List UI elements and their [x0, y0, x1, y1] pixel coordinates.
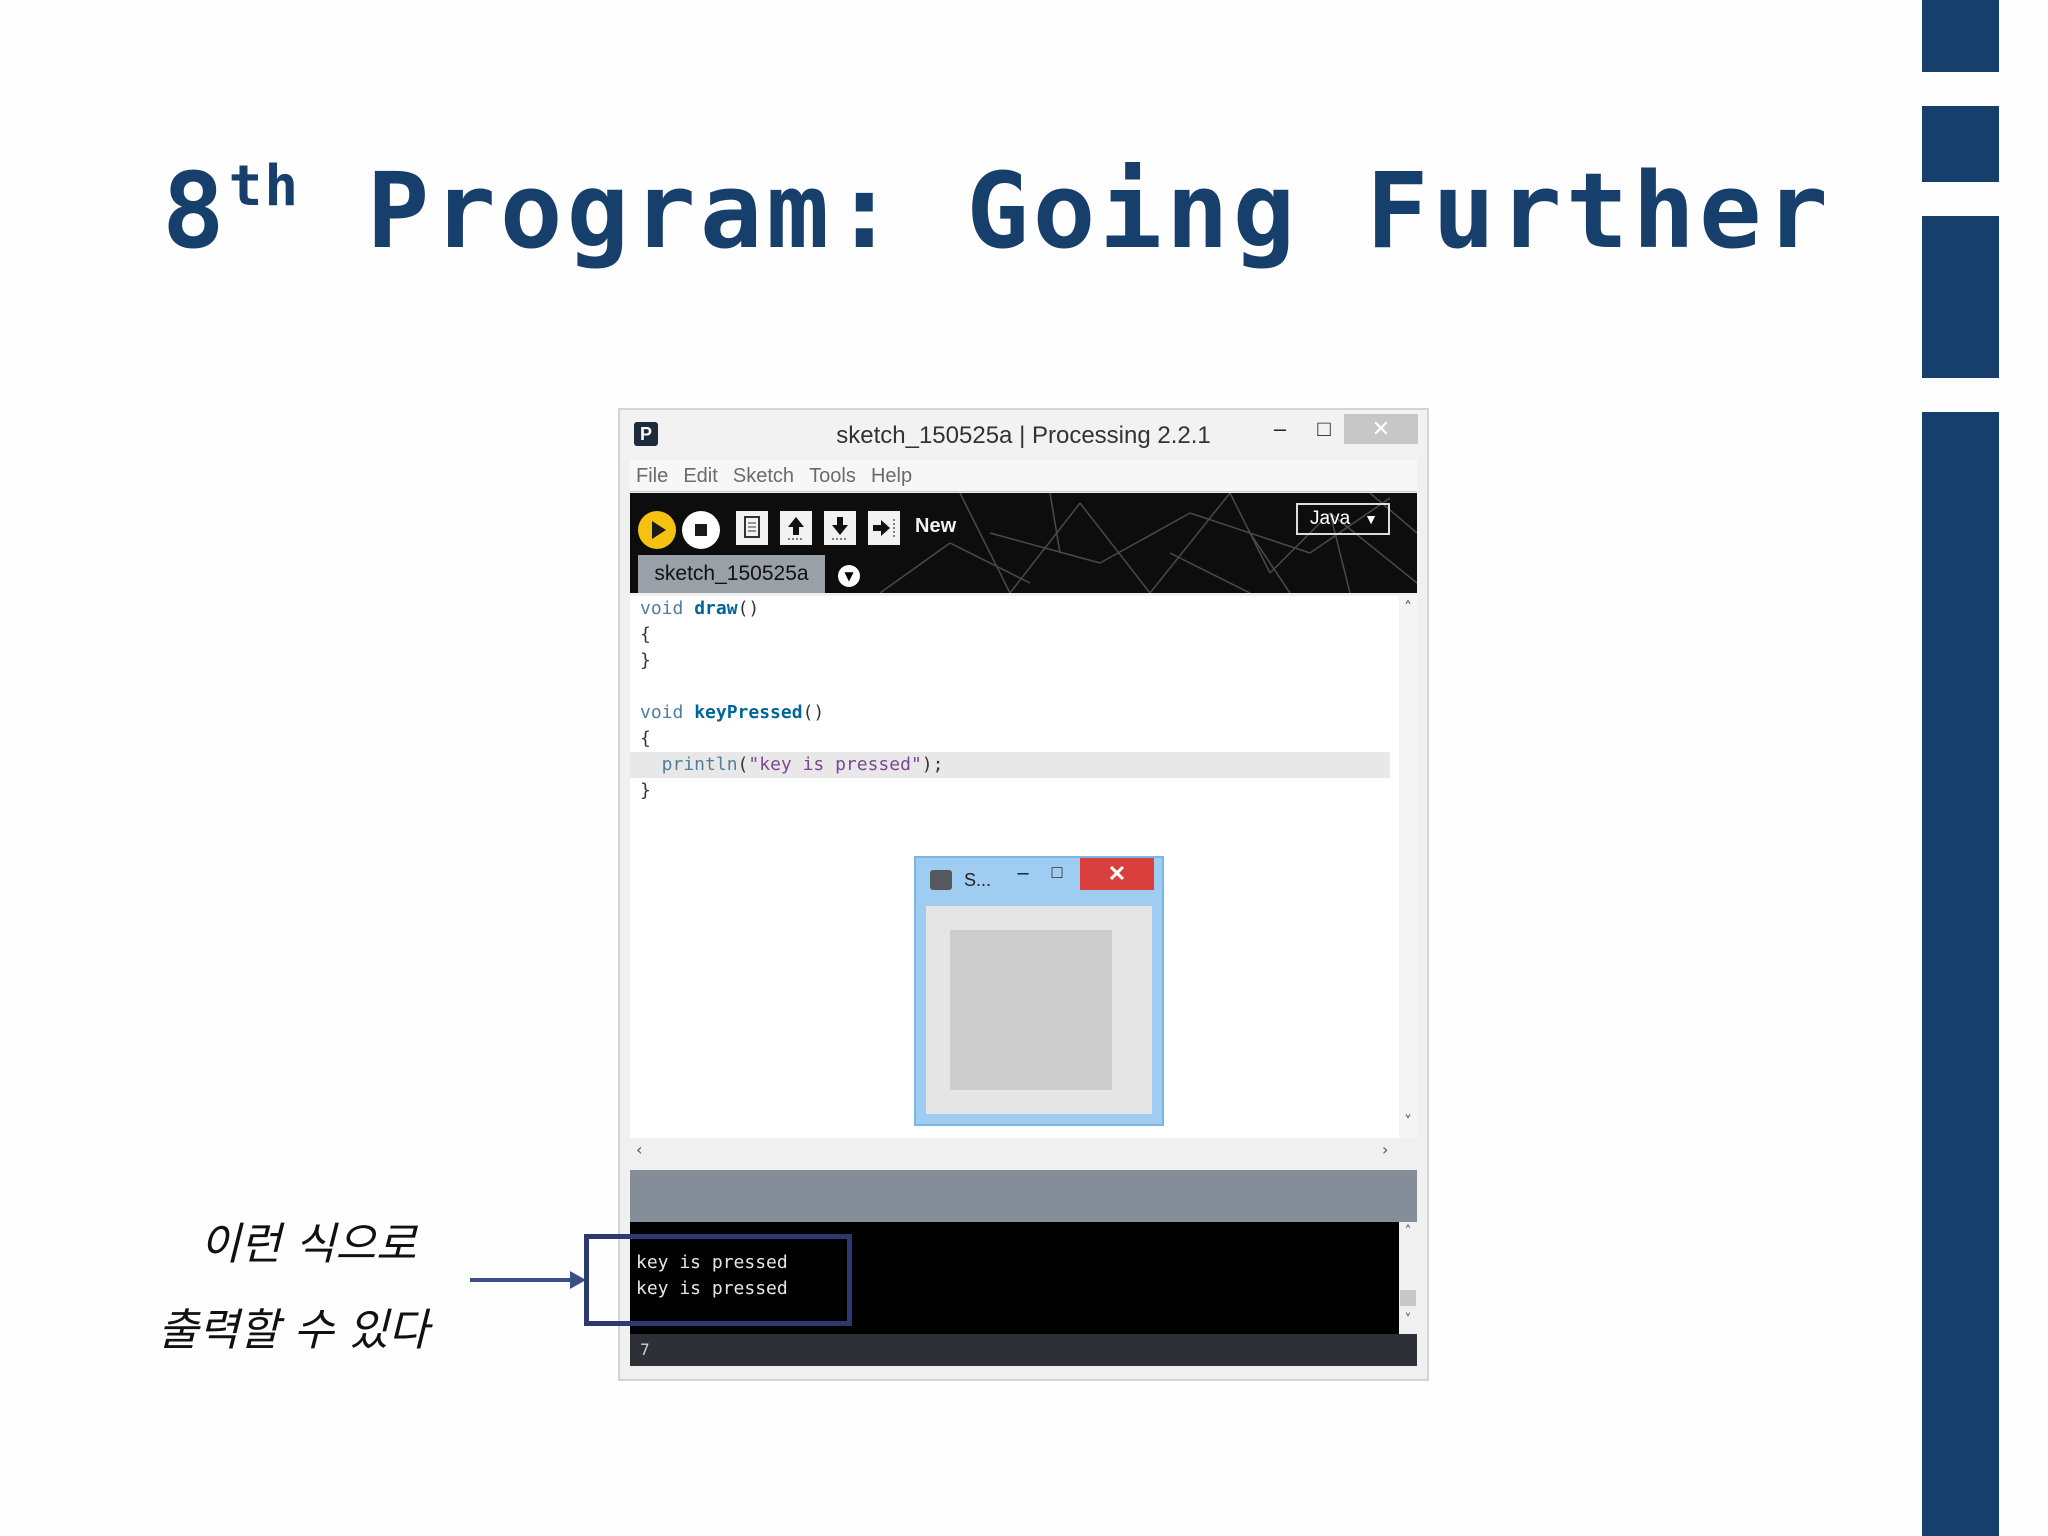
menu-bar: File Edit Sketch Tools Help	[630, 460, 1417, 492]
minimize-button[interactable]: –	[1273, 416, 1287, 441]
toolbar: New Java ▼ sketch_150525a ▼	[630, 493, 1417, 593]
tab-menu-icon[interactable]: ▼	[838, 565, 860, 587]
sketch-output-window[interactable]: S... – □ ✕	[914, 856, 1164, 1126]
console-line: key is pressed	[636, 1278, 788, 1299]
menu-tools[interactable]: Tools	[809, 465, 856, 487]
code-line: void draw()	[640, 598, 760, 619]
stop-icon	[695, 524, 707, 536]
code-line: {	[640, 624, 651, 645]
scroll-right-icon[interactable]: ›	[1382, 1140, 1389, 1159]
annotation-line-2: 출력할 수 있다	[158, 1305, 429, 1356]
window-titlebar[interactable]: P sketch_150525a | Processing 2.2.1 – □ …	[620, 410, 1427, 460]
save-icon	[832, 517, 848, 540]
code-line: void keyPressed()	[640, 702, 825, 723]
processing-logo-icon: P	[634, 422, 658, 446]
console[interactable]: key is pressed key is pressed ˄ ˅	[630, 1222, 1417, 1334]
toolbar-hover-label: New	[915, 515, 957, 537]
code-line-current: println("key is pressed");	[630, 752, 1390, 778]
side-bar-2	[1922, 106, 1999, 182]
new-button[interactable]	[736, 511, 768, 545]
close-button[interactable]: ✕	[1344, 414, 1418, 444]
open-icon	[788, 517, 804, 540]
side-bar-3	[1922, 216, 1999, 378]
menu-help[interactable]: Help	[870, 465, 913, 487]
code-line: }	[640, 780, 651, 801]
run-button[interactable]	[638, 511, 676, 549]
processing-window: P sketch_150525a | Processing 2.2.1 – □ …	[618, 408, 1429, 1381]
scroll-up-icon[interactable]: ˄	[1404, 598, 1412, 617]
code-line: }	[640, 650, 651, 671]
scroll-thumb[interactable]	[1400, 1290, 1416, 1306]
open-button[interactable]	[780, 511, 812, 545]
sketch-minimize-button[interactable]: –	[1017, 862, 1029, 884]
chevron-down-icon: ▼	[1364, 511, 1378, 527]
message-area	[630, 1170, 1417, 1222]
scroll-left-icon[interactable]: ‹	[636, 1140, 643, 1159]
export-icon	[873, 519, 895, 537]
menu-file[interactable]: File	[636, 465, 669, 487]
sketch-maximize-button[interactable]: □	[1051, 862, 1063, 882]
export-button[interactable]	[868, 511, 900, 545]
mode-label: Java	[1310, 508, 1351, 529]
sketch-app-icon	[930, 870, 952, 890]
console-highlight-box	[584, 1234, 852, 1326]
annotation-arrow-icon	[470, 1271, 586, 1289]
run-icon	[652, 521, 666, 539]
console-scrollbar[interactable]: ˄ ˅	[1399, 1222, 1417, 1334]
title-text: Program: Going Further	[300, 150, 1833, 272]
new-file-icon	[744, 516, 760, 538]
editor-vertical-scrollbar[interactable]: ˄ ˅	[1399, 596, 1417, 1138]
scroll-up-icon[interactable]: ˄	[1404, 1224, 1412, 1240]
scroll-down-icon[interactable]: ˅	[1404, 1312, 1412, 1328]
sketch-window-title: S...	[964, 870, 992, 890]
scroll-down-icon[interactable]: ˅	[1404, 1112, 1412, 1131]
line-number-status: 7	[630, 1334, 1417, 1366]
sketch-close-button[interactable]: ✕	[1080, 858, 1154, 890]
title-number: 8	[162, 150, 229, 272]
annotation-line-1: 이런 식으로	[200, 1219, 417, 1270]
stop-button[interactable]	[682, 511, 720, 549]
code-line: {	[640, 728, 651, 749]
slide-title: 8th Program: Going Further	[162, 150, 1832, 272]
mode-select[interactable]: Java ▼	[1296, 503, 1390, 535]
maximize-button[interactable]: □	[1317, 416, 1331, 441]
console-line: key is pressed	[636, 1252, 788, 1273]
toolbar-background-pattern	[879, 493, 1417, 593]
side-bar-1	[1922, 0, 1999, 72]
tab-sketch[interactable]: sketch_150525a	[638, 555, 825, 593]
sketch-window-body	[926, 906, 1152, 1114]
menu-sketch[interactable]: Sketch	[732, 465, 795, 487]
sketch-canvas[interactable]	[950, 930, 1112, 1090]
window-title: sketch_150525a | Processing 2.2.1	[836, 422, 1211, 449]
title-ordinal: th	[228, 154, 301, 219]
menu-edit[interactable]: Edit	[683, 465, 718, 487]
editor-horizontal-scrollbar[interactable]: ‹ ›	[630, 1138, 1417, 1162]
save-button[interactable]	[824, 511, 856, 545]
side-bar-4	[1922, 412, 1999, 1536]
